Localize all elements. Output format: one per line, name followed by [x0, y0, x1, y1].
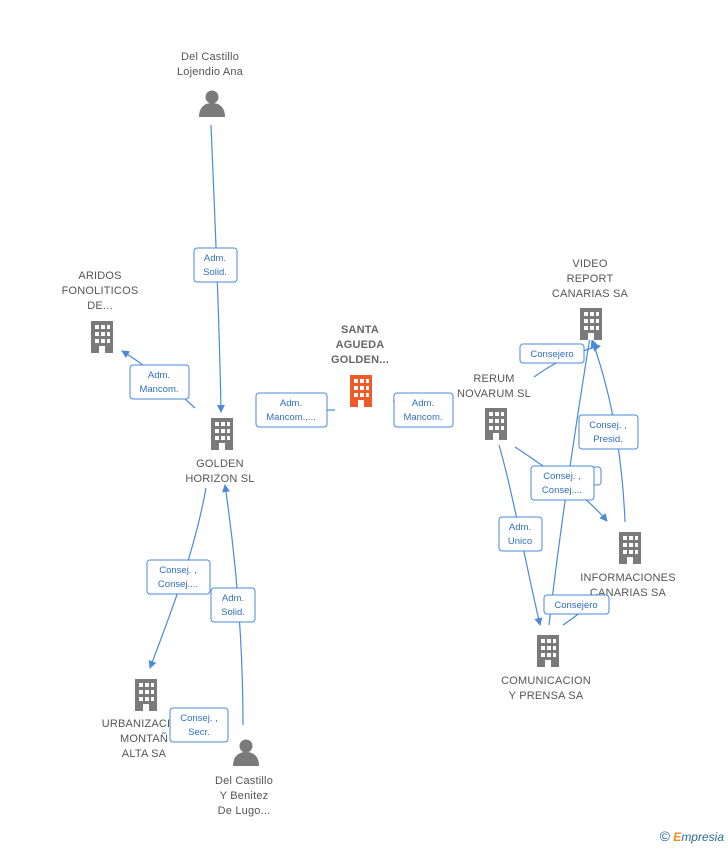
- node-santa-agueda-golden[interactable]: SANTA AGUEDA GOLDEN...: [331, 324, 389, 407]
- edge-tag-text: Mancom.,...: [266, 412, 316, 423]
- edge-tag-text: Mancom.: [403, 412, 442, 423]
- node-label: ALTA SA: [122, 748, 167, 760]
- edge-tag-consej-consej[interactable]: Consej. , Consej....: [146, 559, 211, 595]
- building-icon: [91, 321, 113, 353]
- copyright-symbol: ©: [659, 828, 670, 844]
- node-golden-horizon[interactable]: GOLDEN HORIZON SL: [185, 418, 254, 485]
- building-icon: [211, 418, 233, 450]
- node-label: URBANIZACI: [102, 718, 171, 730]
- footer-brand[interactable]: © Empresia: [660, 828, 724, 844]
- edge-tag-consejero[interactable]: Consejero: [519, 343, 585, 364]
- edge-tag-text: Adm.: [222, 593, 244, 604]
- node-label: NOVARUM SL: [457, 388, 531, 400]
- edge-tag-text: Adm.: [412, 398, 434, 409]
- building-icon: [619, 532, 641, 564]
- node-label: Y PRENSA SA: [509, 690, 584, 702]
- node-del-castillo-benitez[interactable]: Del Castillo Y Benitez De Lugo...: [215, 739, 273, 818]
- node-label: GOLDEN: [196, 458, 244, 470]
- edge-tag-text: Consej....: [158, 579, 198, 590]
- node-label: HORIZON SL: [185, 473, 254, 485]
- node-label: ARIDOS: [78, 270, 121, 282]
- edge-tag-text: Consej. ,: [180, 713, 218, 724]
- node-label: GOLDEN...: [331, 354, 389, 366]
- node-label: CANARIAS SA: [552, 288, 629, 300]
- edge-tag-consej-secr[interactable]: Consej. , Secr.: [169, 707, 229, 743]
- edge-tag-consej-presid[interactable]: Consej. , Presid.: [578, 414, 639, 450]
- node-label: De Lugo...: [218, 805, 271, 817]
- edge-tag-text: Adm.: [280, 398, 302, 409]
- edge-tag-text: Adm.: [204, 253, 226, 264]
- building-icon: [350, 375, 372, 407]
- building-icon: [485, 408, 507, 440]
- person-icon: [233, 739, 259, 766]
- node-label: VIDEO: [572, 258, 607, 270]
- brand-logo-text: mpresia: [681, 830, 724, 844]
- edge-tag-consejero[interactable]: Consejero: [543, 594, 610, 615]
- edge-tag-adm-solid[interactable]: Adm. Solid.: [193, 247, 238, 283]
- edge-tag-text: Adm.: [148, 370, 170, 381]
- edge-tag-text: Consejero: [554, 600, 597, 611]
- node-label: REPORT: [567, 273, 614, 285]
- edge-tag-text: Unico: [508, 536, 532, 547]
- edge-tag-text: Presid.: [593, 434, 623, 445]
- person-icon: [199, 90, 225, 117]
- node-del-castillo-lojendio[interactable]: Del Castillo Lojendio Ana: [177, 51, 244, 117]
- edge-tag-consej-consej[interactable]: Consej. , Consej....: [530, 465, 602, 501]
- node-aridos-fonoliticos[interactable]: ARIDOS FONOLITICOS DE...: [62, 270, 139, 353]
- edge-tag-text: Consejero: [530, 349, 573, 360]
- brand-logo-initial: E: [673, 830, 682, 844]
- node-label: COMUNICACION: [501, 675, 591, 687]
- edge-tag-adm-mancom[interactable]: Adm. Mancom.: [129, 364, 190, 400]
- edge-tag-adm-mancom[interactable]: Adm. Mancom.: [393, 392, 454, 428]
- edge-tag-text: Consej. ,: [589, 420, 627, 431]
- edge-tag-text: Solid.: [203, 267, 227, 278]
- edge-tag-text: Solid.: [221, 607, 245, 618]
- node-label: MONTAÑ: [120, 732, 168, 745]
- edge-tag-text: Consej....: [542, 485, 582, 496]
- node-label: SANTA: [341, 324, 379, 336]
- building-icon: [580, 308, 602, 340]
- building-icon: [537, 635, 559, 667]
- node-label: INFORMACIONES: [580, 572, 676, 584]
- node-label: Y Benitez: [220, 790, 269, 802]
- building-icon: [135, 679, 157, 711]
- edge-tag-adm-solid[interactable]: Adm. Solid.: [210, 587, 256, 623]
- node-urbanizacion-montana[interactable]: URBANIZACI MONTAÑ ALTA SA: [102, 679, 171, 760]
- edge-tag-adm-unico[interactable]: Adm. Unico: [498, 516, 543, 552]
- node-rerum-novarum[interactable]: RERUM NOVARUM SL: [457, 373, 531, 440]
- edge-tag-text: Mancom.: [139, 384, 178, 395]
- node-label: Lojendio Ana: [177, 66, 244, 78]
- node-label: FONOLITICOS: [62, 285, 139, 297]
- edge-tag-text: Consej. ,: [543, 471, 581, 482]
- edge-tag-adm-mancom-multi[interactable]: Adm. Mancom.,...: [255, 392, 328, 428]
- node-label: Del Castillo: [215, 775, 273, 787]
- node-label: DE...: [87, 300, 112, 312]
- node-informaciones-canarias[interactable]: INFORMACIONES CANARIAS SA: [580, 532, 676, 599]
- node-label: Del Castillo: [181, 51, 239, 63]
- node-label: AGUEDA: [336, 339, 385, 351]
- node-comunicacion-prensa[interactable]: COMUNICACION Y PRENSA SA: [501, 635, 591, 702]
- edge-tag-text: Secr.: [188, 727, 210, 738]
- node-video-report-canarias[interactable]: VIDEO REPORT CANARIAS SA: [552, 258, 629, 340]
- edge-tag-text: Adm.: [509, 522, 531, 533]
- edge-tag-text: Consej. ,: [159, 565, 197, 576]
- node-label: RERUM: [473, 373, 514, 385]
